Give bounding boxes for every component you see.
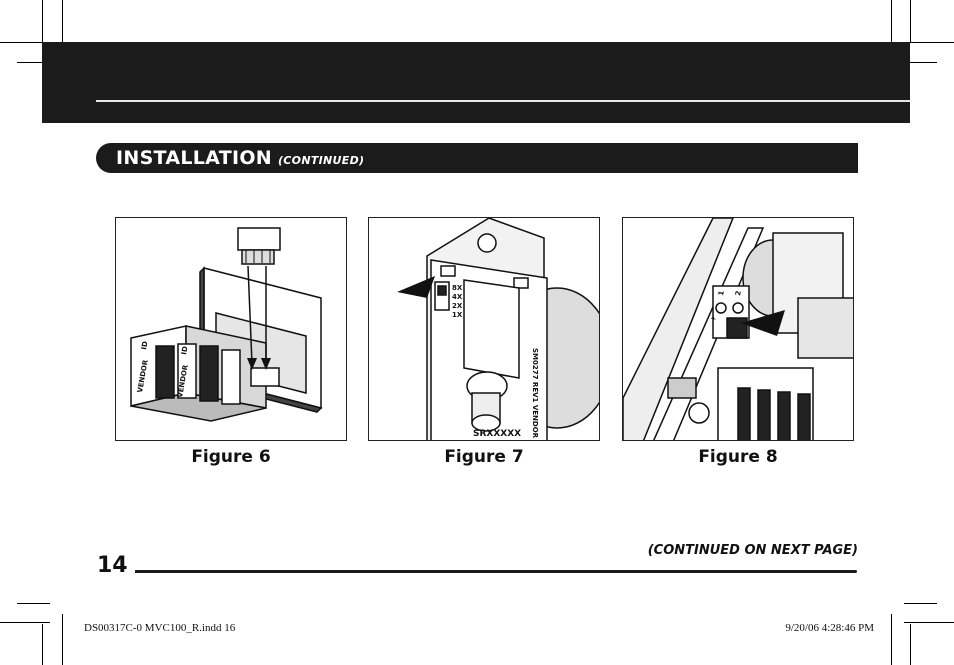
figure-8-drawing: + 1 2: [623, 218, 853, 440]
figure-6-caption: Figure 6: [191, 447, 271, 467]
footer-rule: [135, 570, 857, 573]
section-subtitle: (CONTINUED): [277, 154, 365, 167]
slug-filename: DS00317C-0 MVC100_R.indd 16: [84, 622, 236, 634]
crop-mark: [904, 603, 937, 604]
figure-6-board-mark: ID: [140, 340, 149, 350]
figure-7-illustration: 8X 4X 2X 1X SM0277 REV1 VENDOR SRXXXXX: [368, 217, 600, 441]
crop-mark: [910, 624, 911, 665]
header-band: [42, 42, 910, 123]
figure-7-part-number: SM0277 REV1 VENDOR: [531, 348, 539, 439]
crop-mark: [42, 0, 43, 42]
figure-7-switch-label: 4X: [452, 293, 463, 301]
crop-mark: [891, 614, 892, 665]
figure-8-terminal-label: +: [709, 315, 718, 322]
header-rule: [96, 100, 910, 102]
crop-mark: [0, 622, 50, 623]
section-header: INSTALLATION (CONTINUED): [96, 143, 858, 173]
continued-note: (CONTINUED ON NEXT PAGE): [647, 543, 858, 558]
figure-8-caption: Figure 8: [698, 447, 778, 467]
figure-8-terminal-label: 2: [734, 290, 743, 296]
figure-7-switch-label: 8X: [452, 284, 463, 292]
figure-7-drawing: 8X 4X 2X 1X SM0277 REV1 VENDOR SRXXXXX: [397, 218, 599, 440]
figure-8-illustration: + 1 2: [622, 217, 854, 441]
slug-timestamp: 9/20/06 4:28:46 PM: [785, 622, 874, 634]
section-title: INSTALLATION (CONTINUED): [116, 147, 364, 169]
figure-6-illustration: VENDOR VENDOR ID ID: [115, 217, 347, 441]
figure-7-switch-label: 1X: [452, 311, 463, 319]
figure-7-caption: Figure 7: [444, 447, 524, 467]
figure-6-board-mark: ID: [180, 345, 189, 355]
crop-mark: [17, 603, 50, 604]
section-title-text: INSTALLATION: [116, 147, 272, 169]
crop-mark: [904, 622, 954, 623]
crop-mark: [17, 62, 50, 63]
crop-mark: [0, 42, 50, 43]
figure-7-switch-label: 2X: [452, 302, 463, 310]
figure-6-drawing: VENDOR VENDOR ID ID: [130, 227, 323, 422]
crop-mark: [910, 0, 911, 42]
crop-mark: [904, 42, 954, 43]
crop-mark: [891, 0, 892, 50]
figure-7-serial: SRXXXXX: [473, 429, 521, 439]
crop-mark: [62, 614, 63, 665]
page-number: 14: [97, 553, 128, 578]
crop-mark: [904, 62, 937, 63]
figure-8-terminal-label: 1: [717, 290, 726, 296]
crop-mark: [62, 0, 63, 50]
crop-mark: [42, 624, 43, 665]
